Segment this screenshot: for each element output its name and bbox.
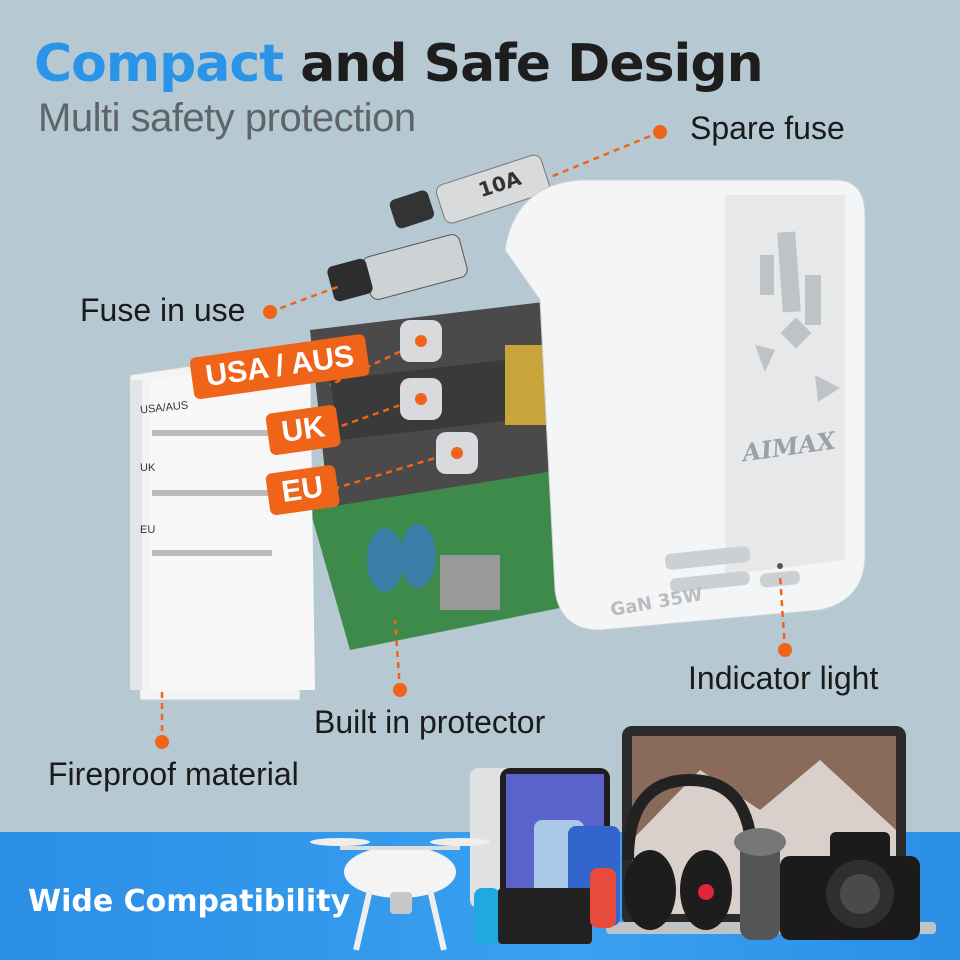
spare-fuse-icon — [389, 154, 550, 229]
side-label-eu: EU — [140, 524, 156, 536]
callout-indicator-light: Indicator light — [688, 660, 879, 696]
leader-dots — [155, 125, 792, 749]
callout-spare-fuse: Spare fuse — [690, 110, 845, 146]
front-faceplate-icon — [504, 179, 866, 631]
title-rest: and Safe Design — [300, 34, 763, 94]
page-subtitle: Multi safety protection — [38, 96, 416, 140]
callout-fuse-in-use: Fuse in use — [80, 292, 246, 328]
title-highlight: Compact — [34, 34, 284, 94]
callout-fireproof-material: Fireproof material — [48, 756, 299, 792]
banner-title: Wide Compatibility — [28, 884, 351, 919]
page-title: Compact and Safe Design — [34, 34, 764, 94]
side-label-uk: UK — [140, 462, 156, 474]
internal-mechanism-icon — [310, 300, 600, 520]
plug-button-icons — [400, 320, 478, 474]
pcb-board-icon — [310, 470, 600, 650]
callout-built-in-protector: Built in protector — [314, 704, 546, 740]
fuse-in-use-icon — [327, 234, 468, 302]
